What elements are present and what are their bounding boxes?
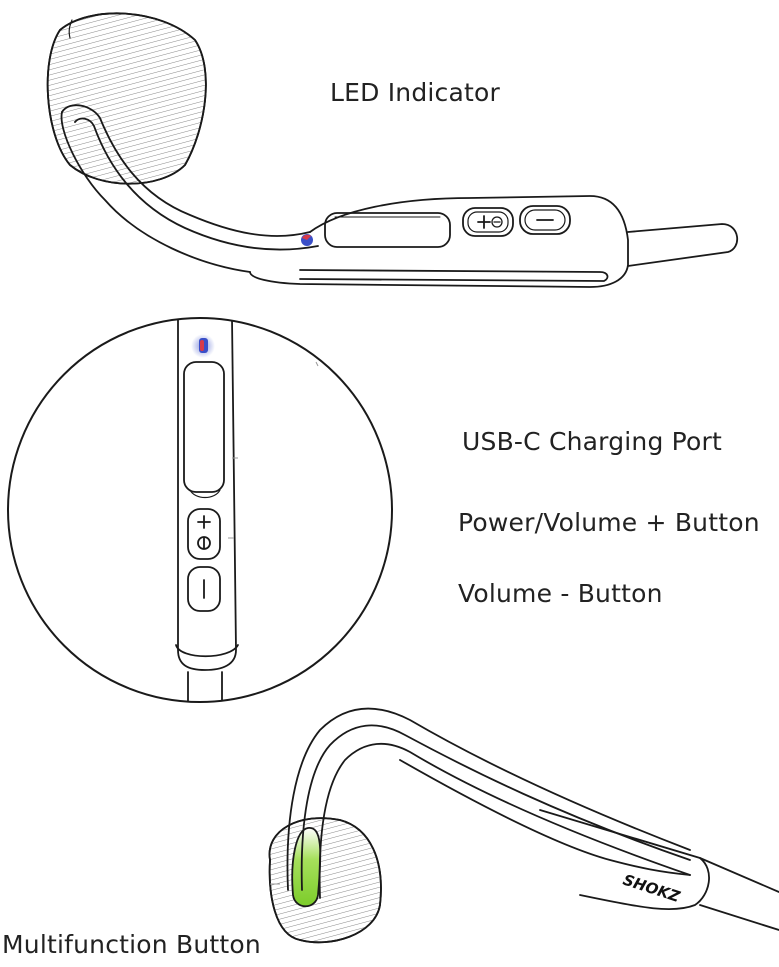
- zoom-circle: [7, 317, 393, 703]
- top-hook-arm: [60, 104, 319, 273]
- zoom-cable: [187, 671, 223, 702]
- top-usb-c-port: [324, 212, 451, 248]
- power-volume-up-label: Power/Volume + Button: [458, 508, 760, 537]
- bottom-control-housing: [539, 809, 779, 931]
- top-control-body: [249, 195, 629, 288]
- top-ear-pad: [46, 12, 207, 185]
- bottom-hook-band: [286, 707, 691, 899]
- top-volume-down-button: [519, 205, 571, 235]
- zoom-power-volume-up-button: [187, 508, 221, 560]
- brand-logo: SHOKZ: [621, 871, 683, 907]
- power-icon: [491, 216, 503, 228]
- zoom-volume-down-button: [187, 566, 221, 612]
- bottom-headset-illustration: [268, 707, 779, 944]
- top-headset-illustration: [46, 12, 738, 288]
- bottom-multifunction-button: [291, 827, 322, 908]
- multifunction-button-label: Multifunction Button: [2, 930, 261, 959]
- top-led-indicator: [301, 234, 313, 246]
- zoom-power-icon: [197, 536, 211, 550]
- top-cable: [627, 223, 738, 267]
- bottom-ear-pad: [268, 817, 382, 944]
- usb-c-port-label: USB-C Charging Port: [462, 427, 723, 456]
- led-indicator-label: LED Indicator: [330, 78, 500, 107]
- volume-down-label: Volume - Button: [458, 579, 663, 608]
- zoom-stem: [177, 318, 237, 671]
- zoom-usb-c-port: [183, 361, 225, 493]
- zoom-led-indicator: [191, 334, 215, 358]
- leader-ticks: [228, 361, 319, 885]
- top-power-volume-up-button: [462, 207, 514, 237]
